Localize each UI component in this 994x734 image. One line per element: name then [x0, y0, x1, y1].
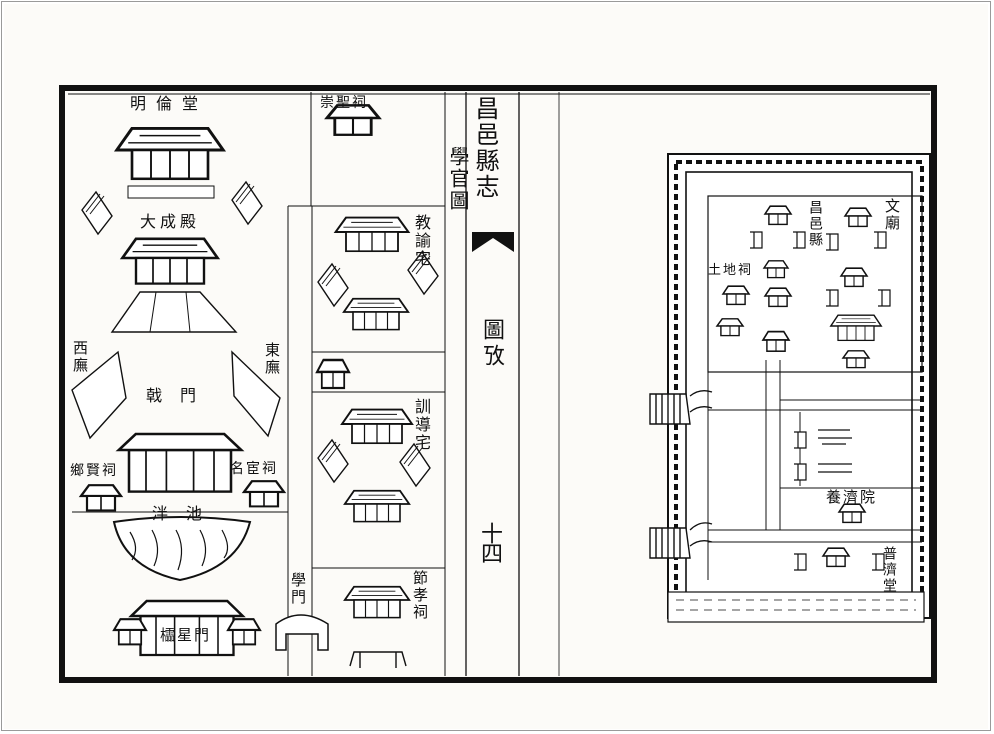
label-tudi-shrine: 土地祠: [708, 263, 754, 278]
label-west-wing: 西廡: [71, 340, 89, 374]
label-pan-pond: 泮池: [152, 504, 221, 523]
label-changyi-county: 昌邑縣: [807, 200, 823, 248]
label-lingxing-gate: 櫺星門: [160, 626, 212, 644]
label-puji-hall: 普濟堂: [881, 546, 897, 594]
label-minglun-hall: 明倫堂: [130, 94, 209, 113]
label-yangji-yuan: 養濟院: [826, 488, 878, 506]
label-xundao-residence: 訓導宅: [412, 398, 431, 452]
label-school-gate: 學門: [289, 572, 307, 606]
fold-label: 圖攷: [479, 318, 504, 370]
label-jiexiao-shrine: 節孝祠: [411, 570, 429, 621]
label-minghuan-shrine: 名宦祠: [230, 461, 278, 477]
section-title: 學官圖: [446, 146, 470, 212]
label-east-wing: 東廡: [263, 342, 281, 376]
page-number: 十四: [477, 522, 502, 562]
label-jiaoyu-residence: 教諭宅: [412, 214, 431, 268]
label-confucian-temple: 文廟: [883, 198, 901, 232]
label-xiangxian-shrine: 鄉賢祠: [70, 463, 118, 479]
book-title: 昌邑縣志: [471, 96, 499, 200]
label-ji-gate: 戟門: [146, 386, 215, 405]
label-chongsheng-shrine: 崇聖祠: [320, 95, 368, 111]
label-dacheng-hall: 大成殿: [140, 212, 201, 231]
